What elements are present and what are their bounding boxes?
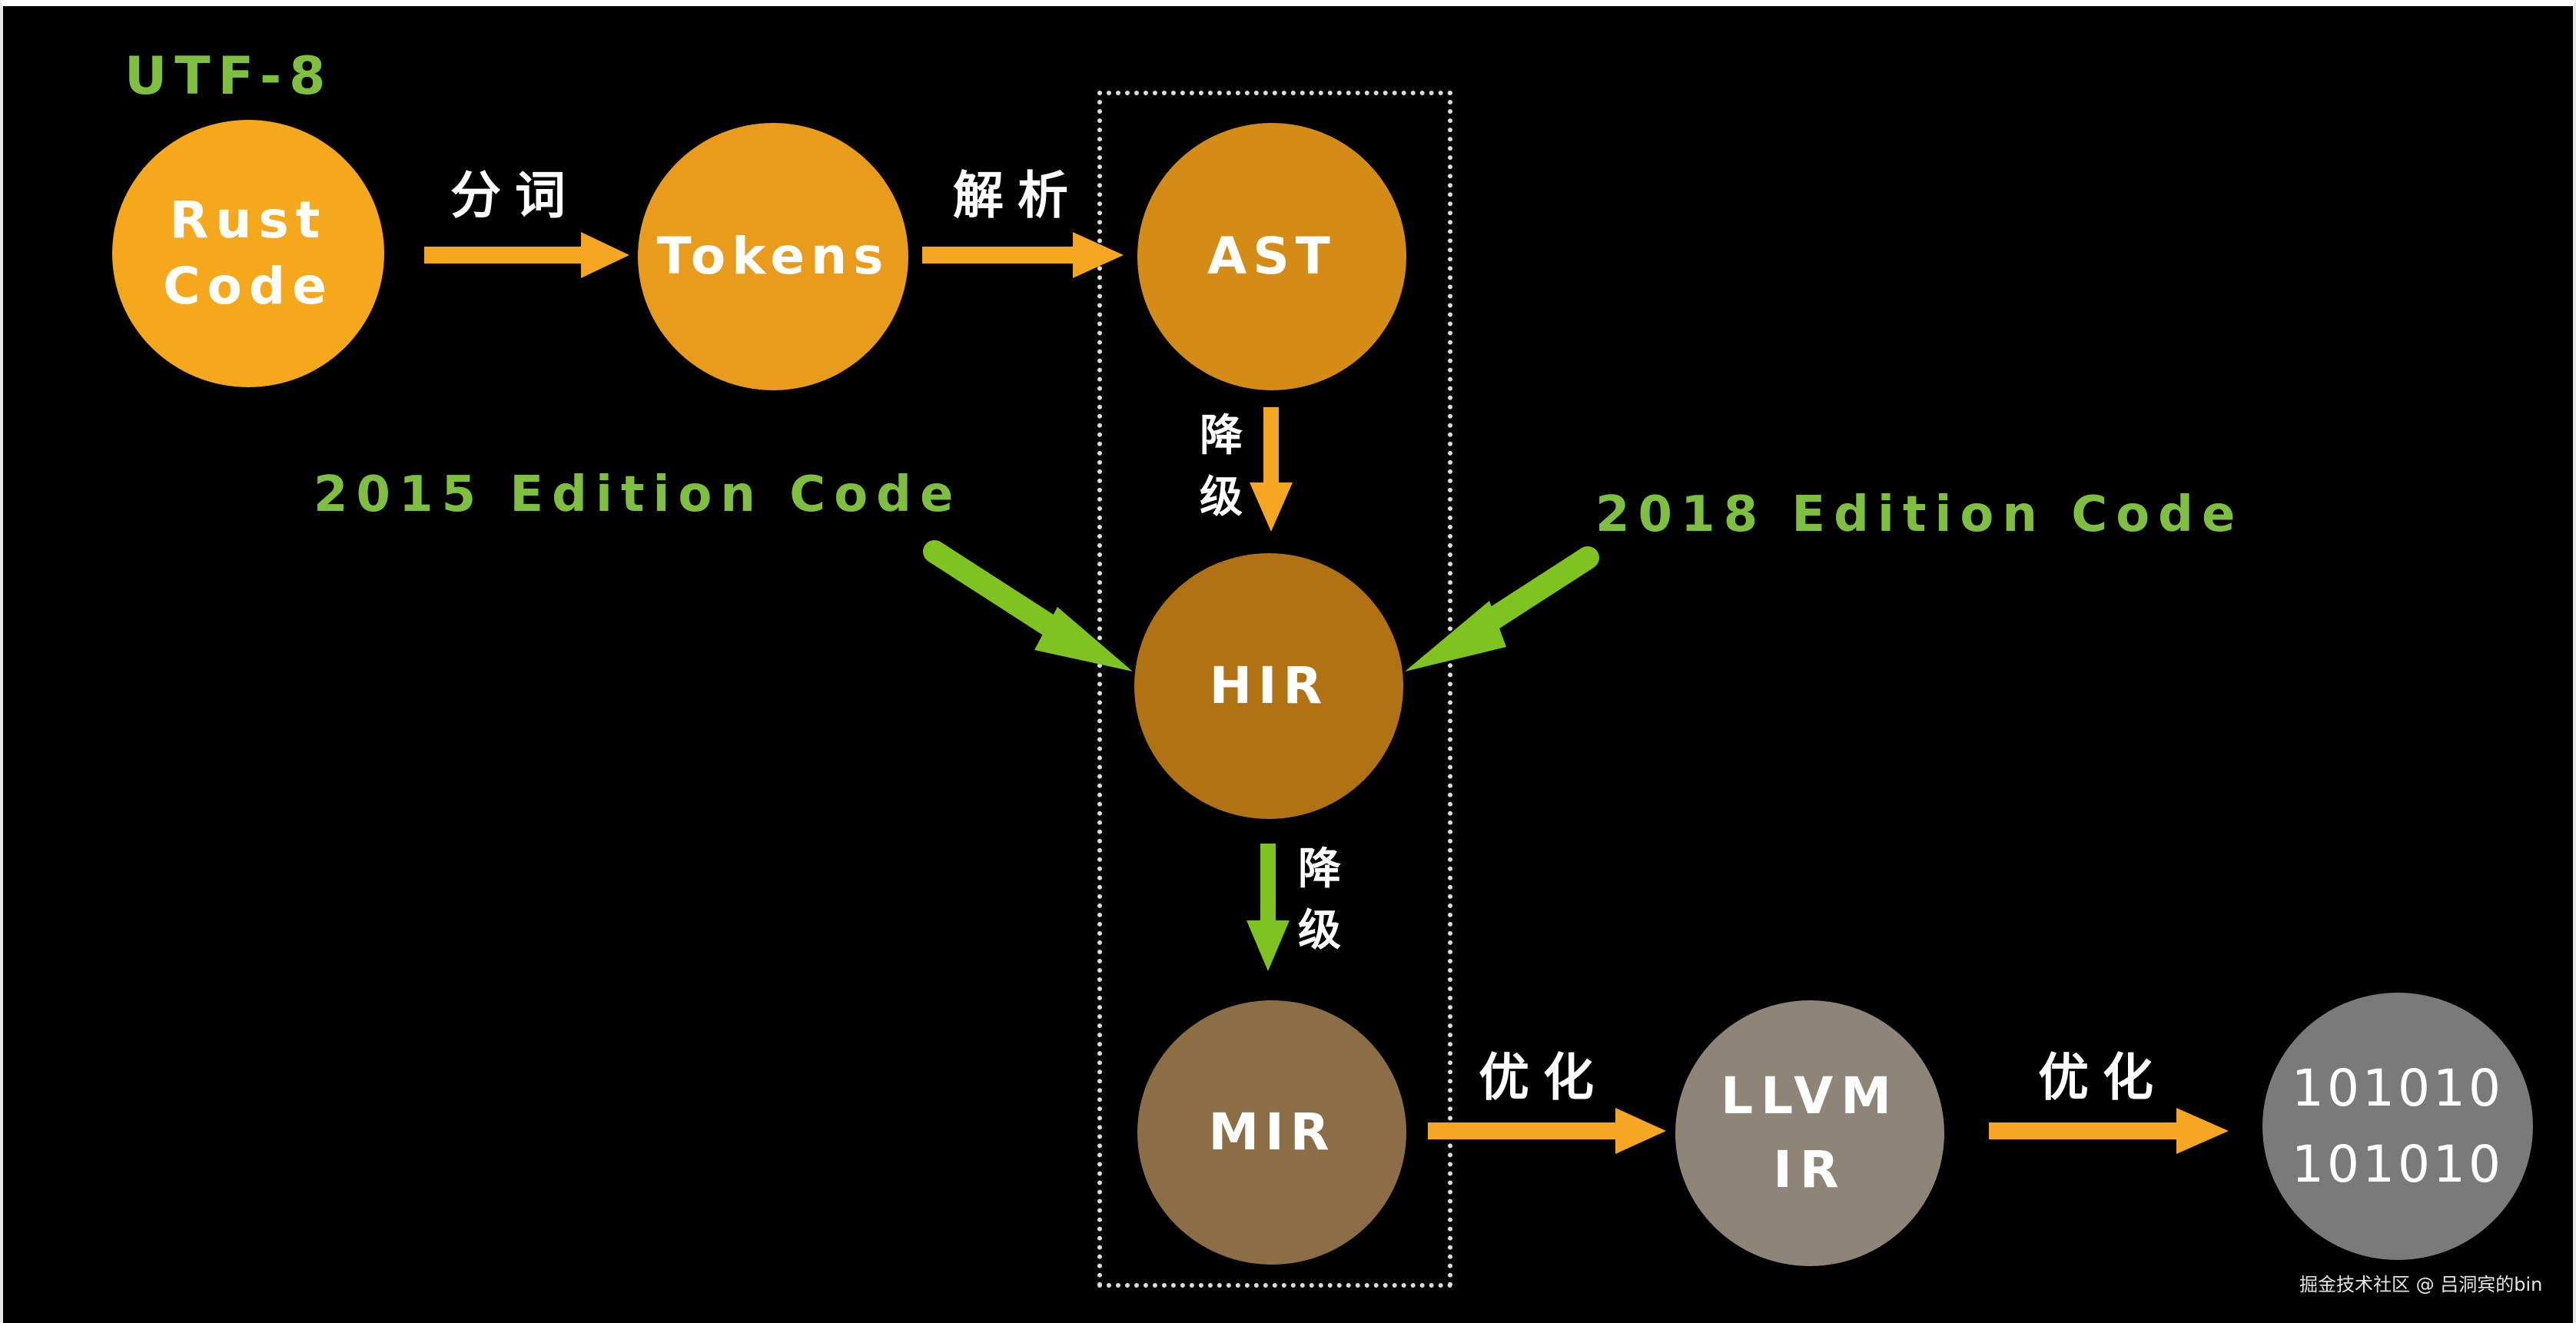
node-rust-code-line1: Rust	[169, 191, 327, 250]
edge-label-lower-to-hir: 降 级	[1194, 406, 1248, 529]
compiler-ir-group-box	[1097, 91, 1452, 1288]
node-tokens-label: Tokens	[656, 227, 890, 287]
edge-label-lower-to-mir-char1: 降	[1298, 844, 1341, 894]
node-rust-code: Rust Code	[112, 120, 384, 387]
node-hir: HIR	[1134, 553, 1403, 819]
encoding-label: UTF-8	[124, 46, 334, 107]
arrow-tokens-to-ast	[922, 232, 1124, 278]
node-ast: AST	[1137, 123, 1406, 390]
watermark-text: 掘金技术社区 @ 吕洞宾的bin	[2299, 1274, 2543, 1295]
node-mir-label: MIR	[1208, 1102, 1336, 1162]
node-ast-label: AST	[1207, 227, 1336, 287]
edge-label-lower-to-hir-char2: 级	[1200, 472, 1243, 522]
edge-label-lower-to-mir: 降 级	[1293, 839, 1346, 962]
arrow-rust-to-tokens	[424, 232, 629, 278]
edge-label-optimize-to-binary: 优化	[2038, 1048, 2167, 1107]
node-rust-code-line2: Code	[163, 257, 334, 316]
edge-label-tokenize: 分词	[450, 166, 579, 225]
node-llvm-ir-line1: LLVM	[1721, 1066, 1899, 1126]
edge-label-optimize-to-llvm: 优化	[1479, 1048, 1608, 1107]
edge-label-lower-to-mir-char2: 级	[1298, 906, 1341, 956]
edge-label-lower-to-hir-char1: 降	[1200, 411, 1243, 461]
edition-2018-label: 2018 Edition Code	[1595, 486, 2244, 543]
node-tokens: Tokens	[638, 123, 908, 390]
node-mir: MIR	[1137, 1000, 1406, 1265]
node-hir-label: HIR	[1209, 656, 1329, 716]
node-llvm-ir-line2: IR	[1773, 1140, 1847, 1199]
node-llvm-ir: LLVM IR	[1675, 1000, 1944, 1266]
edition-2015-label: 2015 Edition Code	[314, 466, 962, 523]
edge-label-parse: 解析	[953, 166, 1082, 225]
node-binary-line1: 101010	[2292, 1059, 2504, 1118]
node-binary-line2: 101010	[2292, 1135, 2504, 1194]
arrow-llvm-to-binary	[1989, 1108, 2229, 1154]
node-binary: 101010 101010	[2262, 993, 2533, 1260]
arrow-mir-to-llvm	[1428, 1108, 1666, 1154]
